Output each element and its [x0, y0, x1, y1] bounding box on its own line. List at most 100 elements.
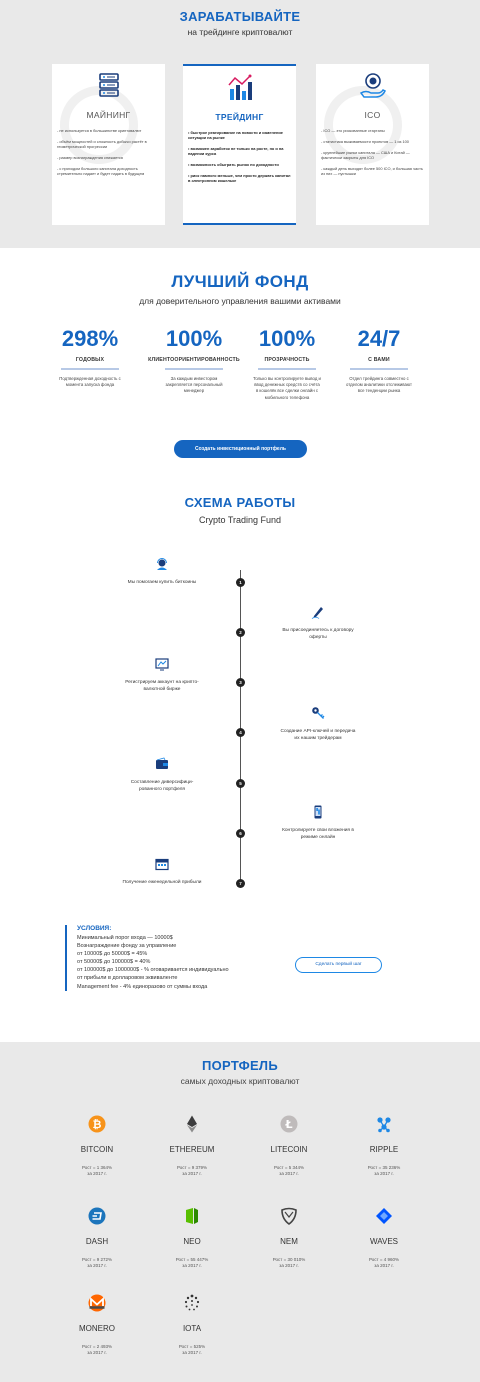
calendar-icon — [155, 858, 169, 871]
coin-growth: Рост = 30 010% — [272, 1257, 306, 1262]
card-title: ТРЕЙДИНГ — [215, 112, 264, 122]
server-rack-icon — [99, 73, 119, 97]
coin-iota: IOTA Рост = 525% за 2017 г. — [142, 1294, 242, 1356]
coin-period: за 2017 г. — [279, 1263, 299, 1268]
earn-section: ЗАРАБАТЫВАЙТЕ на трейдинге криптовалют М… — [0, 0, 480, 248]
coin-growth: Рост = 525% — [178, 1344, 206, 1349]
waves-icon — [376, 1208, 392, 1224]
stat-label: С ВАМИ — [368, 357, 390, 363]
monero-icon — [88, 1294, 106, 1312]
coin-period: за 2017 г. — [182, 1263, 202, 1268]
card-title: ICO — [364, 110, 381, 120]
stat-desc: За каждым инвестором закрепляется персон… — [165, 376, 223, 394]
svg-text:Ł: Ł — [284, 1118, 292, 1131]
stat-label: ПРОЗРАЧНОСТЬ — [264, 357, 310, 363]
first-step-button[interactable]: Сделать первый шаг — [295, 957, 382, 973]
list-item: - размер вознаграждения снижается — [57, 155, 123, 160]
coin-name: BITCOIN — [80, 1145, 114, 1154]
coin-neo: NEO Рост = 55 447% за 2017 г. — [142, 1207, 242, 1269]
coin-period: за 2017 г. — [279, 1171, 299, 1176]
divider — [258, 368, 316, 370]
iota-icon — [184, 1294, 200, 1311]
stat-value: 100% — [258, 326, 316, 351]
step-7: Получение еженедельной прибыли — [122, 857, 202, 887]
create-portfolio-button[interactable]: Создать инвестиционный портфель — [174, 440, 307, 458]
portfolio-subtitle: самых доходных криптовалют — [180, 1076, 300, 1086]
list-item: • возможность обыграть рынок по доходнос… — [188, 162, 279, 167]
conditions-title: УСЛОВИЯ: — [77, 925, 112, 932]
conditions-line: от 10000$ до 50000$ = 45% — [77, 951, 148, 958]
list-item: • риск намного меньше, чем просто держат… — [188, 173, 291, 183]
watermark-icon — [60, 86, 138, 164]
coin-period: за 2017 г. — [87, 1263, 107, 1268]
coin-period: за 2017 г. — [182, 1171, 202, 1176]
conditions-line: Management fee - 4% единоразово от суммы… — [77, 983, 208, 990]
hand-coin-icon — [359, 73, 387, 98]
coin-ethereum: ETHEREUM Рост = 9 379% за 2017 г. — [142, 1115, 242, 1177]
step-number: 3 — [236, 678, 245, 687]
coin-growth: Рост = 9 379% — [176, 1165, 207, 1170]
coin-waves: WAVES Рост = 4 960% за 2017 г. — [334, 1207, 434, 1269]
timeline-line — [240, 570, 241, 882]
list-item: • возможен заработок не только на росте,… — [188, 146, 284, 156]
stat-desc: Подтвержденная доходность с момента запу… — [59, 376, 121, 388]
coin-name: MONERO — [79, 1324, 115, 1333]
chart-bars-icon — [228, 74, 252, 100]
portfolio-title: ПОРТФЕЛЬ — [201, 1058, 279, 1073]
step-text: Получение еженедельной прибыли — [122, 880, 202, 885]
coin-name: RIPPLE — [369, 1145, 399, 1154]
conditions-block: УСЛОВИЯ: Минимальный порог входа — 10000… — [65, 925, 265, 991]
card-ico: ICO - ICO — это рискованные стартапы - с… — [316, 64, 429, 225]
coin-period: за 2017 г. — [374, 1171, 394, 1176]
step-number: 6 — [236, 829, 245, 838]
coin-monero: MONERO Рост = 2 493% за 2017 г. — [47, 1294, 147, 1356]
fund-title: ЛУЧШИЙ ФОНД — [171, 272, 309, 291]
coin-name: ETHEREUM — [169, 1145, 215, 1154]
stat-label: ГОДОВЫХ — [75, 357, 105, 363]
key-icon — [312, 707, 325, 719]
stat-desc: Только вы контролируете вывод и ввод ден… — [253, 376, 321, 400]
list-item: - объём мощностей и сложность добычи рас… — [57, 139, 147, 149]
conditions-line: от 100000$ до 1000000$ - % оговаривается… — [77, 967, 229, 974]
pen-signature-icon — [311, 607, 323, 619]
card-mining: МАЙНИНГ - не используется в большинстве … — [52, 64, 165, 225]
divider — [350, 368, 408, 370]
coin-period: за 2017 г. — [87, 1171, 107, 1176]
list-item: • быстрое реагирование на новости и изме… — [188, 130, 283, 140]
list-item: - статистика выживаемости проектов — 1 и… — [321, 139, 409, 144]
earn-subtitle: на трейдинге криптовалют — [187, 27, 293, 37]
coin-nem: NEM Рост = 30 010% за 2017 г. — [239, 1207, 339, 1269]
step-2: Вы присоединяетесь к договору оферты — [278, 605, 358, 641]
list-item: - с приходом большого капитала доходност… — [57, 166, 145, 176]
card-points: • быстрое реагирование на новости и изме… — [188, 130, 291, 189]
coin-period: за 2017 г. — [374, 1263, 394, 1268]
stat-client-focus: 100% КЛИЕНТООРИЕНТИРОВАННОСТЬ За каждым … — [146, 326, 242, 395]
step-number: 1 — [236, 578, 245, 587]
divider — [165, 368, 223, 370]
step-6: Контролируете свои вложения в режиме онл… — [278, 805, 358, 841]
chart-monitor-icon — [155, 658, 169, 671]
step-text: Контролируете свои вложения в режиме онл… — [282, 828, 354, 840]
stat-value: 100% — [165, 326, 223, 351]
step-number: 5 — [236, 779, 245, 788]
conditions-line: от 50000$ до 100000$ = 40% — [77, 959, 151, 966]
coin-growth: Рост = 55 447% — [175, 1257, 209, 1262]
coin-period: за 2017 г. — [87, 1350, 107, 1355]
step-text: Создание API-ключей и передача их нашим … — [280, 729, 356, 741]
coin-growth: Рост = 1 364% — [81, 1165, 112, 1170]
conditions-line: от прибыли в долларовом эквиваленте — [77, 975, 178, 982]
ripple-icon — [377, 1117, 391, 1133]
stat-annual: 298% ГОДОВЫХ Подтвержденная доходность с… — [42, 326, 138, 388]
coin-name: DASH — [85, 1237, 109, 1246]
coin-name: NEO — [183, 1237, 201, 1246]
step-3: Регистрируем аккаунт на крипто-валютной … — [122, 657, 202, 693]
support-agent-icon — [157, 558, 167, 570]
step-1: Мы помогаем купить биткоины — [122, 557, 202, 587]
stat-desc: Отдел трейдинга совместно с отделом анал… — [345, 376, 413, 394]
step-5: Составление диверсифици-рованного портфе… — [122, 757, 202, 793]
step-4: Создание API-ключей и передача их нашим … — [278, 706, 358, 742]
list-item: - не используется в большинстве криптова… — [57, 128, 142, 133]
card-title: МАЙНИНГ — [86, 110, 131, 120]
coin-dash: DASH Рост = 9 272% за 2017 г. — [47, 1207, 147, 1269]
stat-with-you: 24/7 С ВАМИ Отдел трейдинга совместно с … — [331, 326, 427, 395]
